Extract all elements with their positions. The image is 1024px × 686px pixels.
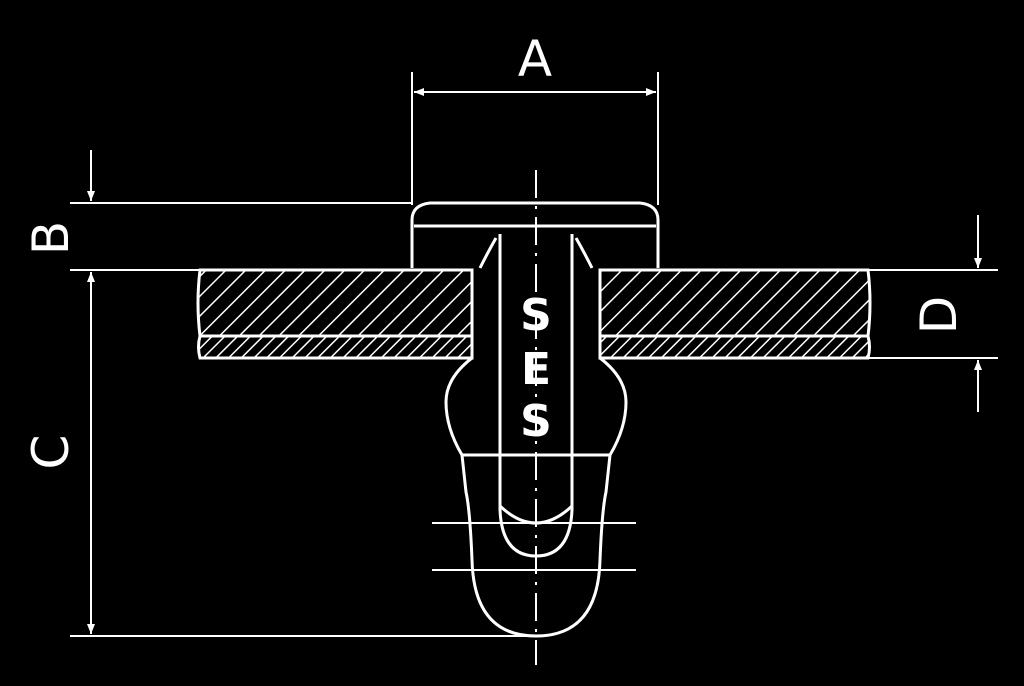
panel-right-main — [598, 268, 872, 338]
panel-right-lower — [598, 334, 871, 360]
dimension-b — [70, 150, 412, 271]
dimension-b-label: B — [22, 221, 80, 255]
dimension-c — [70, 272, 536, 637]
brand-letter-s-top: S — [520, 290, 552, 341]
dimension-d-label: D — [910, 296, 968, 335]
dimension-c-label: C — [22, 435, 80, 470]
panel-left-lower — [197, 334, 474, 360]
rivet-tip — [460, 453, 612, 638]
brand-letter-e: E — [521, 344, 551, 395]
dimension-a — [411, 72, 659, 205]
panel-section — [196, 268, 872, 360]
brand-letter-s-bottom: S — [520, 396, 552, 447]
dimension-d — [868, 215, 998, 412]
dimension-a-label: A — [518, 30, 552, 88]
rivet-head — [410, 201, 660, 268]
rivet-bulge — [444, 356, 473, 456]
panel-left-main — [196, 268, 474, 338]
